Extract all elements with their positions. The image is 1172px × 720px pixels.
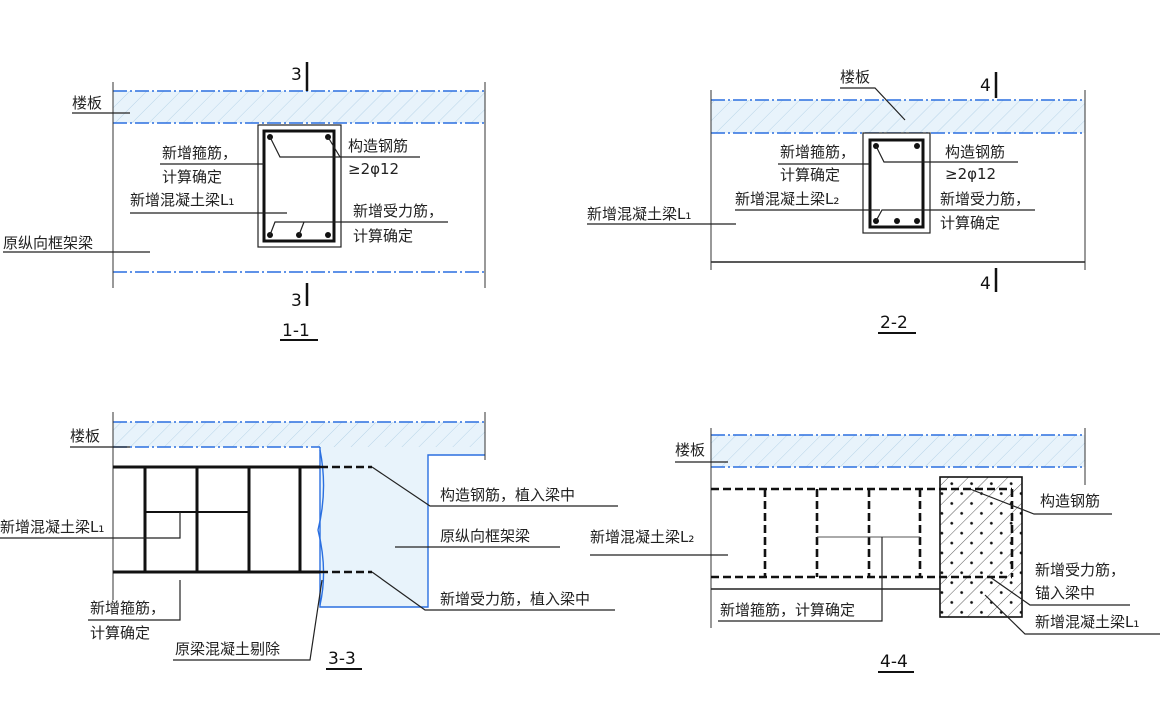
label-new-beam: 新增混凝土梁L₁: [0, 518, 104, 536]
section-title: 2-2: [880, 313, 908, 333]
label-stirrup-note: 计算确定: [780, 166, 840, 184]
label-new-beam-l2: 新增混凝土梁L₂: [735, 190, 839, 208]
label-main-rebar: 新增受力筋，: [1035, 561, 1125, 579]
floor-slab: [113, 91, 485, 123]
label-slab: 楼板: [840, 68, 870, 86]
label-stirrup: 新增箍筋，: [780, 143, 855, 161]
label-orig-beam: 原纵向框架梁: [3, 234, 93, 252]
label-main-note: 锚入梁中: [1035, 584, 1095, 602]
label-struct-rebar: 构造钢筋，植入梁中: [440, 486, 575, 504]
label-main-rebar: 新增受力筋，植入梁中: [440, 590, 590, 608]
label-stirrup: 新增箍筋，: [162, 144, 237, 162]
section-title: 4-4: [880, 652, 908, 672]
label-main-note: 计算确定: [940, 214, 1000, 232]
label-slab: 楼板: [72, 94, 102, 112]
section-4-4: 楼板 新增混凝土梁L₂ 构造钢筋 新增受力筋， 锚入梁中 新增箍筋，计算确定 新…: [590, 428, 1160, 673]
label-slab: 楼板: [675, 441, 705, 459]
label-main-rebar: 新增受力筋，: [353, 202, 443, 220]
label-struct-rebar: 构造钢筋: [348, 137, 408, 155]
new-beam-outline: [257, 124, 342, 248]
label-new-beam-l1: 新增混凝土梁L₁: [1035, 613, 1139, 631]
label-main-rebar: 新增受力筋，: [940, 190, 1030, 208]
section-3-3: 楼板 构造钢筋，植入梁中 新增混凝土梁L₁ 原纵向框架梁 新增受力筋，植入梁中 …: [0, 412, 618, 670]
section-mark-bottom: 4: [980, 274, 991, 294]
label-new-beam-l2: 新增混凝土梁L₂: [590, 528, 694, 546]
label-struct-spec: ≥2φ12: [348, 160, 399, 178]
section-mark-bottom: 3: [291, 291, 302, 311]
label-struct-rebar: 构造钢筋: [1040, 492, 1100, 510]
label-struct-rebar: 构造钢筋: [945, 143, 1005, 161]
section-1-1: 3 3 1-1 楼板 新增箍筋， 计算确定 构造钢筋 ≥2φ12 新增混凝土梁L…: [3, 62, 486, 341]
label-stirrup: 新增箍筋，: [90, 599, 165, 617]
label-slab: 楼板: [70, 427, 100, 445]
label-removed-concrete: 原梁混凝土剔除: [175, 640, 280, 658]
label-struct-spec: ≥2φ12: [945, 165, 996, 183]
label-orig-beam: 原纵向框架梁: [440, 527, 530, 545]
label-new-beam: 新增混凝土梁L₁: [130, 191, 234, 209]
section-title: 3-3: [328, 649, 356, 669]
new-beam-l1-section: [939, 476, 1023, 618]
section-2-2: 4 4 楼板 新增箍筋， 计算确定 新增混凝土梁L₂ 新增混凝土梁L₁ 构造钢筋…: [587, 68, 1086, 334]
section-mark-top: 3: [291, 65, 302, 85]
stirrup: [262, 129, 336, 243]
label-new-beam-l1: 新增混凝土梁L₁: [587, 205, 691, 223]
section-mark-top: 4: [980, 76, 991, 96]
label-stirrup-note: 计算确定: [162, 168, 222, 186]
section-title: 1-1: [282, 321, 310, 341]
label-stirrup-note: 计算确定: [90, 624, 150, 642]
label-main-note: 计算确定: [353, 227, 413, 245]
label-stirrup: 新增箍筋，计算确定: [720, 601, 855, 619]
